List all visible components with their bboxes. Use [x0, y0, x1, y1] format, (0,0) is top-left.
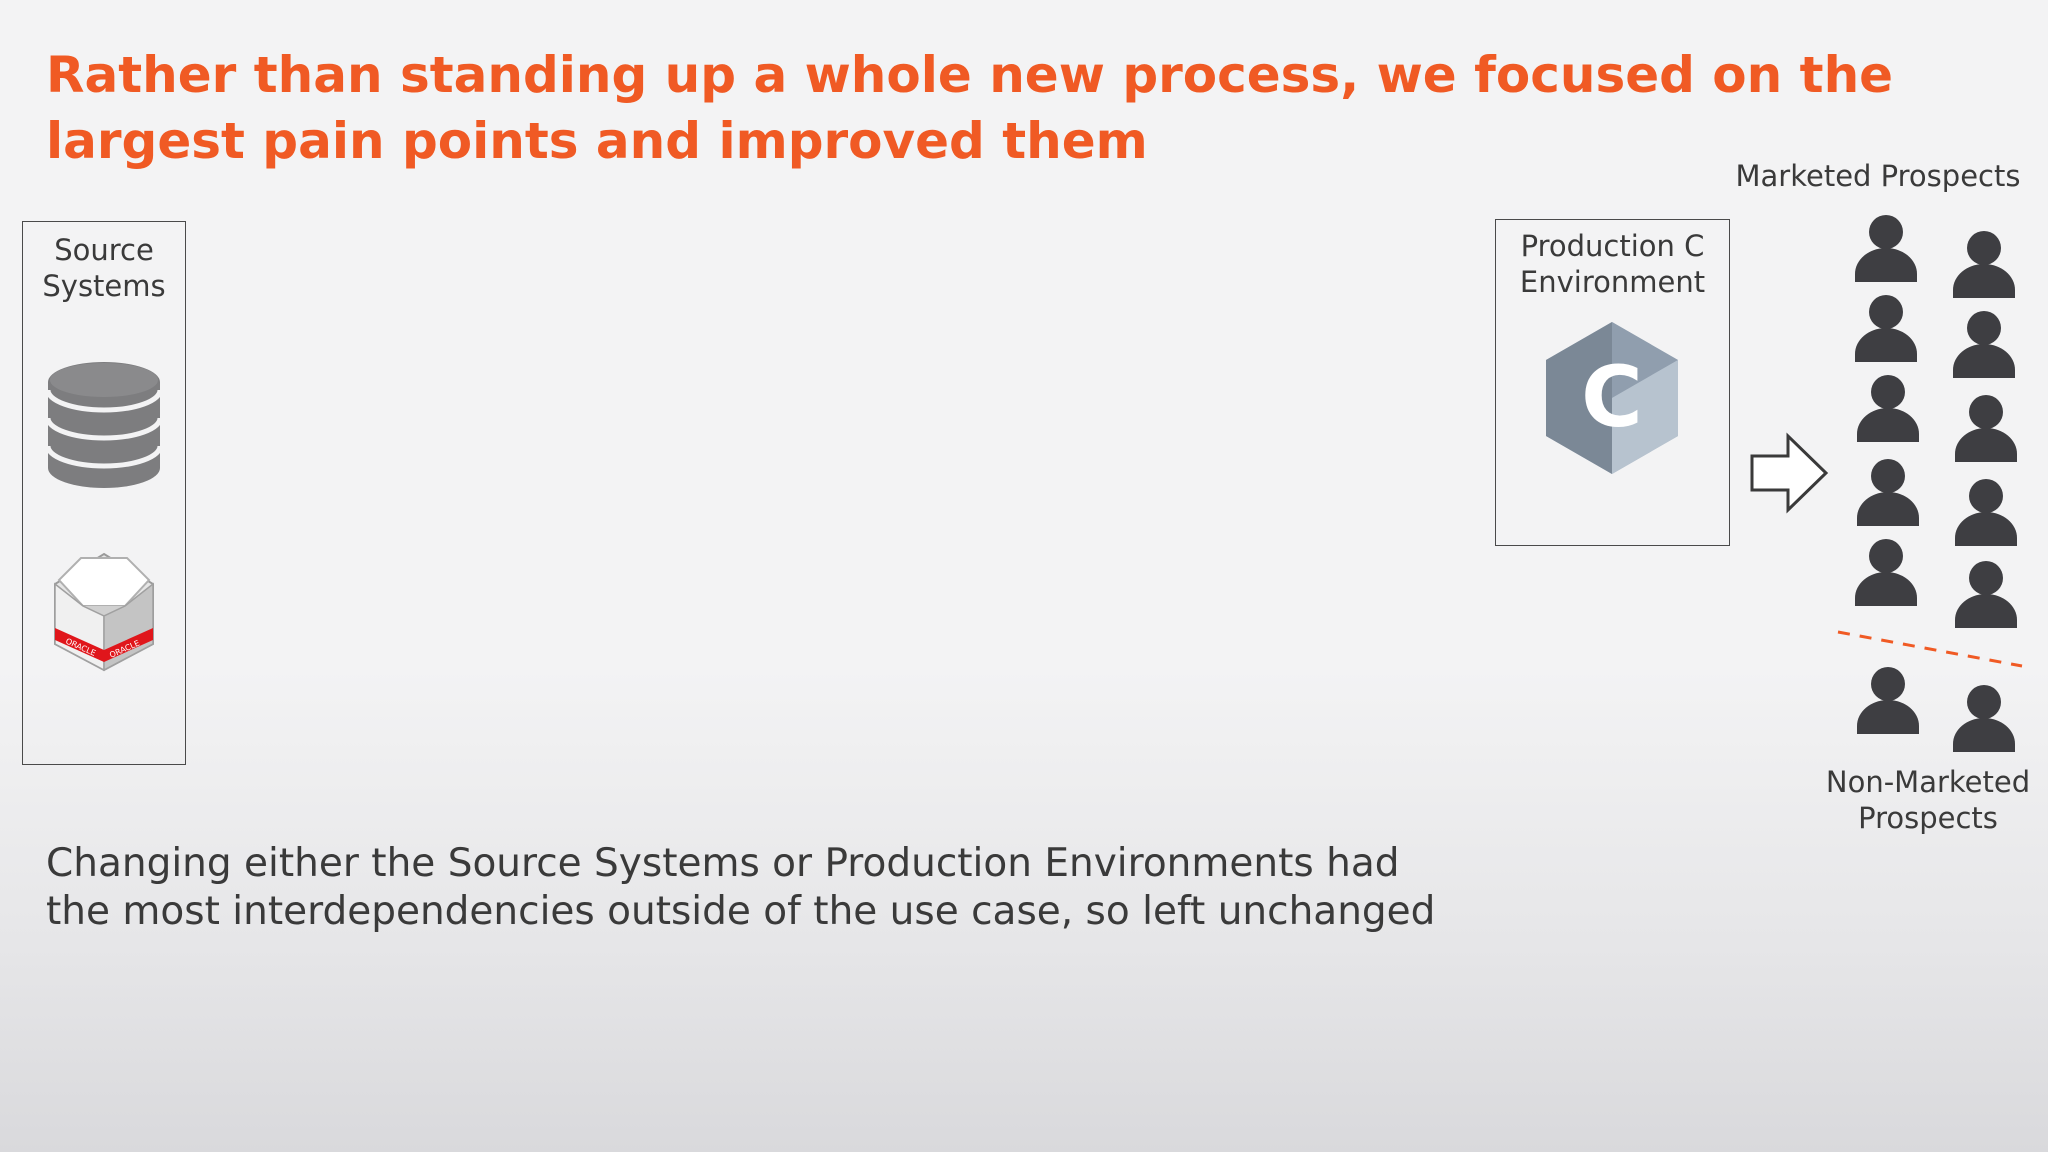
right-arrow-icon [1750, 432, 1829, 514]
marketed-person-icon [1953, 231, 2015, 298]
slide-title-line-2: largest pain points and improved them [46, 112, 1148, 170]
source-systems-title: Source Systems [23, 232, 185, 304]
marketed-person-icon [1953, 311, 2015, 378]
non-marketed-prospects-label: Non-Marketed Prospects [1808, 764, 2048, 836]
production-title-line-2: Environment [1519, 265, 1706, 299]
footnote-text: Changing either the Source Systems or Pr… [46, 840, 1646, 936]
slide-title-line-1: Rather than standing up a whole new proc… [46, 46, 1894, 104]
marketed-person-icon [1857, 459, 1919, 526]
footnote-line-2: the most interdependencies outside of th… [46, 889, 1436, 934]
production-environment-title: Production C Environment [1496, 228, 1729, 300]
source-systems-title-line-1: Source [54, 233, 154, 267]
c-language-hexagon-icon: C [1546, 322, 1678, 474]
production-environment-box: Production C Environment C [1495, 219, 1730, 546]
non-marketed-person-icon [1953, 685, 2015, 752]
database-icon [45, 362, 163, 488]
marketed-person-icon [1955, 395, 2017, 462]
marketed-prospects-label: Marketed Prospects [1735, 159, 2021, 193]
oracle-server-icon: ORACLE ORACLE [54, 552, 154, 672]
non-marketed-person-icon [1857, 667, 1919, 734]
c-logo-letter: C [1581, 348, 1643, 446]
source-systems-box: Source Systems ORACLE ORACLE [22, 221, 186, 765]
marketed-person-icon [1857, 375, 1919, 442]
footnote-line-1: Changing either the Source Systems or Pr… [46, 841, 1400, 886]
marketed-person-icon [1855, 215, 1917, 282]
slide-title: Rather than standing up a whole new proc… [46, 42, 1946, 174]
non-marketed-label-line-1: Non-Marketed [1825, 765, 2031, 799]
marketed-person-icon [1955, 561, 2017, 628]
marketed-person-icon [1855, 539, 1917, 606]
prospect-divider-line [1837, 630, 2023, 668]
marketed-person-icon [1955, 479, 2017, 546]
non-marketed-label-line-2: Prospects [1858, 801, 1998, 835]
marketed-person-icon [1855, 295, 1917, 362]
source-systems-title-line-2: Systems [42, 269, 166, 303]
production-title-line-1: Production C [1520, 229, 1705, 263]
